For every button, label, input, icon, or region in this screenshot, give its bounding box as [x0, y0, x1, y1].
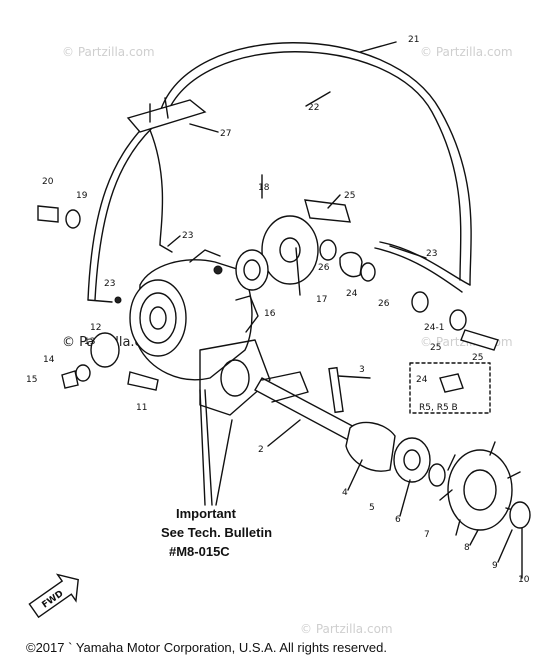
callout: 2	[258, 445, 264, 455]
callout: 22	[308, 103, 319, 113]
callout: 24	[416, 375, 428, 385]
callout: 26	[318, 263, 330, 273]
callout: 27	[220, 129, 231, 139]
copyright-notice: ©2017 ` Yamaha Motor Corporation, U.S.A.…	[26, 640, 387, 655]
watermark: © Partzilla.com	[62, 45, 155, 59]
callout: 21	[408, 35, 419, 45]
important-note-line2: See Tech. Bulletin	[161, 525, 272, 540]
drive-shaft-group	[254, 366, 531, 536]
callout: 23	[182, 231, 193, 241]
oil-pump-assembly	[129, 249, 259, 381]
important-note: Important See Tech. Bulletin #M8-015C	[161, 506, 272, 559]
callout: 15	[26, 375, 37, 385]
important-note-line1: Important	[176, 506, 237, 521]
callout: 25	[430, 343, 441, 353]
callout: 20	[42, 177, 54, 187]
callout: 8	[464, 543, 470, 553]
callout: 14	[43, 355, 55, 365]
callout: 17	[316, 295, 327, 305]
oil-delivery-lines	[87, 42, 472, 303]
callout: 4	[342, 488, 348, 498]
left-hardware	[37, 205, 159, 391]
important-note-line3: #M8-015C	[169, 544, 230, 559]
callout: 16	[264, 309, 276, 319]
line-clamp-27	[126, 97, 207, 133]
watermark: © Partzilla.com	[420, 45, 513, 59]
callout: 5	[369, 503, 375, 513]
callout: 10	[518, 575, 530, 585]
callout: 19	[76, 191, 88, 201]
important-pointers	[199, 389, 233, 506]
callout: 23	[426, 249, 437, 259]
callout: 6	[395, 515, 401, 525]
watermarks: © Partzilla.com © Partzilla.com © Partzi…	[62, 45, 513, 636]
callout: 24-1	[424, 323, 444, 333]
callout: 25	[472, 353, 483, 363]
callout: 24	[346, 289, 358, 299]
callout: 12	[90, 323, 101, 333]
leader-lines	[167, 41, 523, 579]
forward-direction-marker: FWD	[28, 573, 79, 619]
callout: 9	[492, 561, 498, 571]
gear-and-bearing	[235, 199, 499, 351]
callout: 26	[378, 299, 390, 309]
callout: 11	[136, 403, 147, 413]
variant-inset-box: R5, R5 B	[409, 362, 491, 414]
variant-label: R5, R5 B	[419, 403, 458, 413]
callout: 18	[258, 183, 270, 193]
callout: 23	[104, 279, 115, 289]
callout: 7	[424, 530, 430, 540]
callout: 13	[84, 337, 95, 347]
callout: 25	[344, 191, 355, 201]
watermark: © Partzilla.com	[300, 622, 393, 636]
callout-numbers: 21 22 27 20 19 18 25 23 23 23 26 24 17 1…	[26, 35, 530, 585]
callout: 3	[359, 365, 365, 375]
